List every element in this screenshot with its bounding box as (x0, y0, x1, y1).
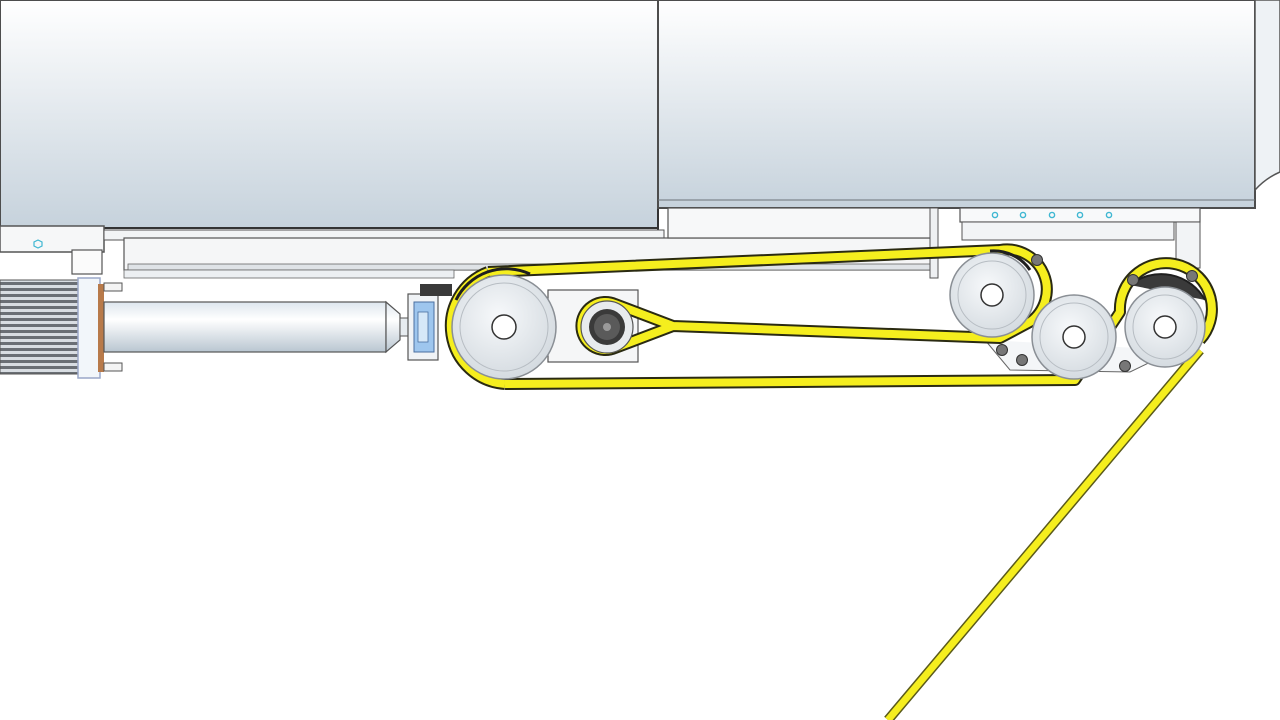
drive-shaft (103, 300, 415, 354)
hex-nut-icon (33, 239, 43, 249)
output-pulley (1124, 270, 1206, 368)
upper-housing-right (657, 0, 1280, 209)
motor-flange (77, 277, 123, 379)
idler-pulley-middle (1016, 294, 1131, 380)
small-tensioner-pulley (580, 300, 634, 354)
belt-exit-strand (884, 346, 1204, 720)
motor-cooling-fins (0, 279, 81, 375)
upper-housing-left (0, 0, 659, 230)
shaft-coupling (407, 284, 452, 361)
idler-pulley-upper (949, 249, 1043, 356)
drive-pulley (451, 267, 557, 380)
